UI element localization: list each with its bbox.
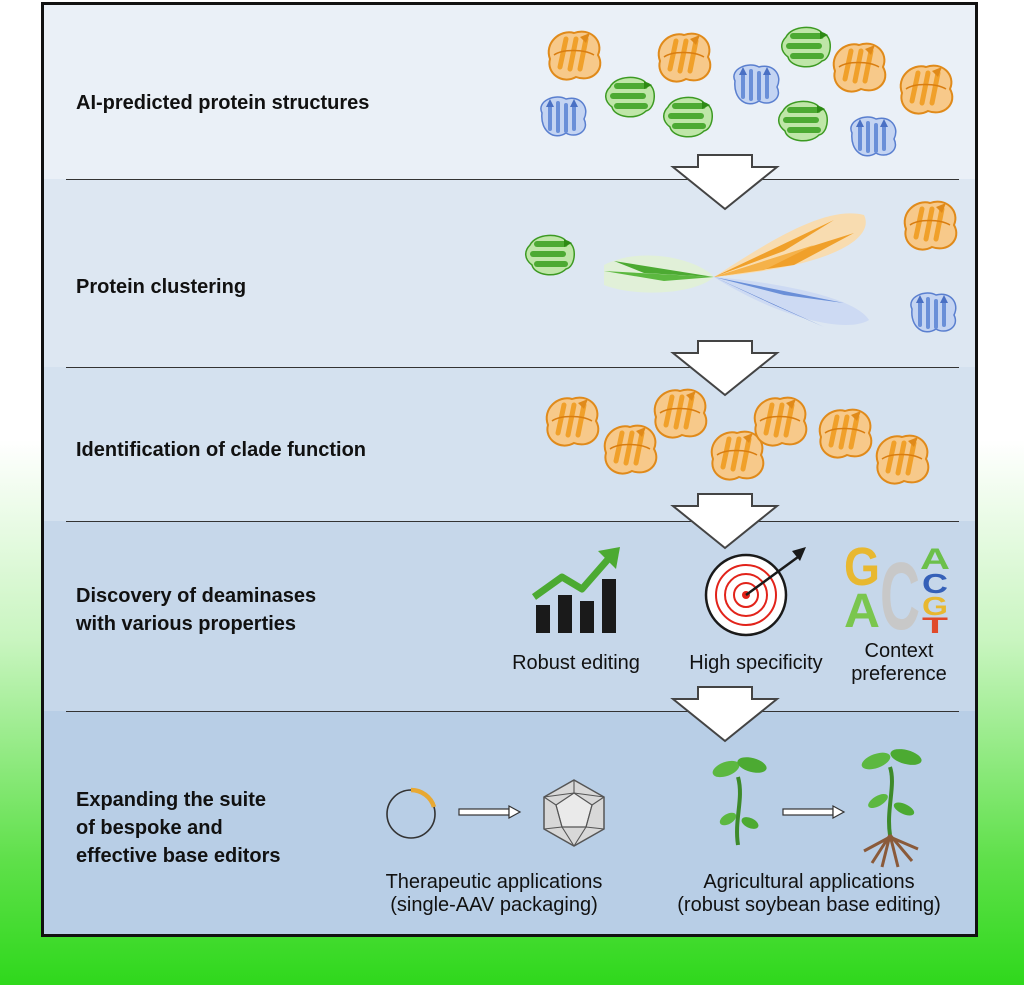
- caption-robust-editing: Robust editing: [512, 652, 640, 674]
- aav-capsid-icon: [543, 779, 605, 847]
- clade-function-proteins: [532, 379, 962, 499]
- arrow-down-icon: [670, 154, 780, 211]
- caption-high-specificity: High specificity: [689, 652, 823, 674]
- step-label-1: AI-predicted protein structures: [76, 92, 370, 114]
- logo-letter: T: [922, 613, 949, 637]
- arrow-down-icon: [670, 493, 780, 550]
- logo-letter: A: [920, 543, 950, 576]
- seedling-icon: [712, 757, 767, 846]
- growth-chart-icon: [531, 547, 620, 633]
- separator: [66, 367, 959, 368]
- workflow-diagram: AI-predicted protein structures Protein …: [41, 2, 978, 937]
- step-label-3: Identification of clade function: [76, 439, 366, 461]
- right-arrow-icon: [782, 805, 846, 819]
- arrow-down-icon: [670, 340, 780, 397]
- right-arrow-icon: [458, 805, 522, 819]
- sequence-logo-icon: G A C A C G T: [844, 541, 950, 637]
- logo-letter: A: [844, 585, 880, 637]
- step-label-4: Discovery of deaminases with various pro…: [76, 585, 317, 635]
- band-5: [44, 711, 975, 934]
- caption-therapeutic: Therapeutic applications (single-AAV pac…: [385, 871, 603, 916]
- separator: [66, 179, 959, 180]
- soybean-plant-icon: [861, 749, 922, 868]
- caption-context-preference: Context preference: [851, 640, 947, 685]
- logo-letter: C: [880, 543, 920, 637]
- arrow-down-icon: [670, 686, 780, 743]
- plasmid-icon: [386, 787, 437, 839]
- caption-agricultural: Agricultural applications (robust soybea…: [677, 871, 941, 916]
- band-4: [44, 521, 975, 711]
- step-label-5: Expanding the suite of bespoke and effec…: [76, 789, 281, 867]
- target-icon: [704, 547, 806, 637]
- logo-letter: C: [922, 568, 948, 599]
- separator: [66, 711, 959, 712]
- protein-structures-group: [538, 26, 964, 158]
- logo-letter: G: [844, 541, 880, 597]
- band-2: [44, 179, 975, 367]
- logo-letter: G: [922, 591, 948, 621]
- separator: [66, 521, 959, 522]
- step-label-2: Protein clustering: [76, 276, 247, 298]
- protein-clustering-plot: [524, 185, 964, 334]
